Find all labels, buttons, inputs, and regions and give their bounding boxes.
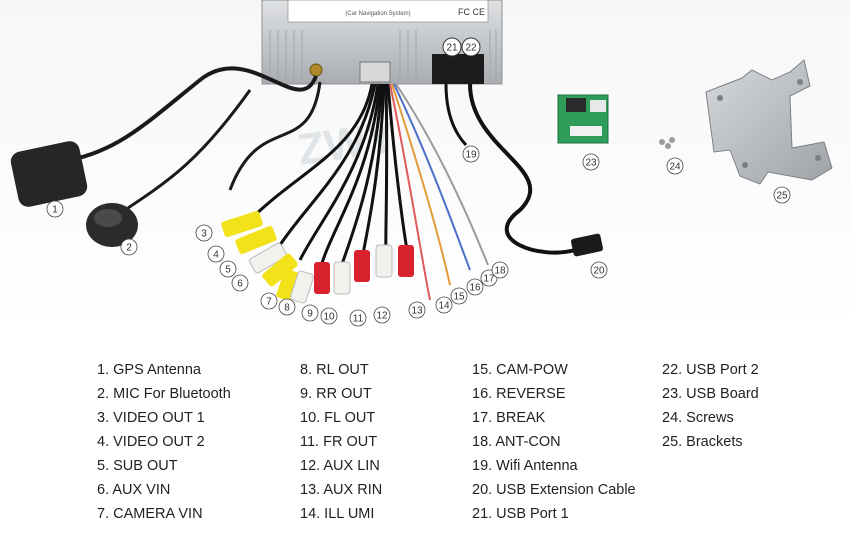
callout-4: 4 xyxy=(207,245,225,263)
callout-number: 12 xyxy=(376,311,388,322)
callout-number: 18 xyxy=(494,266,506,277)
callout-10: 10 xyxy=(320,307,338,325)
legend-item: 20. USB Extension Cable xyxy=(472,482,636,498)
legend-item: 2. MIC For Bluetooth xyxy=(97,386,231,402)
callout-number: 2 xyxy=(126,243,132,254)
callout-19: 19 xyxy=(462,145,480,163)
callout-number: 6 xyxy=(237,279,243,290)
callout-number: 4 xyxy=(213,250,219,261)
callout-21-text: 21 xyxy=(446,43,458,54)
legend-item: 22. USB Port 2 xyxy=(662,362,759,378)
callout-2: 2 xyxy=(120,238,138,256)
callout-number: 15 xyxy=(453,292,465,303)
callout-1: 1 xyxy=(46,200,64,218)
legend-item: 10. FL OUT xyxy=(300,410,376,426)
usb-extension-cable xyxy=(468,83,603,257)
legend-item: 19. Wifi Antenna xyxy=(472,458,578,474)
legend-item: 14. ILL UMI xyxy=(300,506,375,522)
callout-25: 25 xyxy=(773,186,791,204)
legend-item: 17. BREAK xyxy=(472,410,546,426)
callout-23: 23 xyxy=(582,153,600,171)
callout-18: 18 xyxy=(491,261,509,279)
usb-ports-block xyxy=(432,54,484,84)
product-sticker xyxy=(287,0,489,23)
rca-plugs xyxy=(221,210,414,304)
callout-number: 17 xyxy=(483,274,495,285)
harness-connector xyxy=(359,61,391,83)
callout-24: 24 xyxy=(666,157,684,175)
wiring-diagram: (Car Navigation System) FC CE 21 22 ZWY xyxy=(10,0,833,327)
callout-11: 11 xyxy=(349,309,367,327)
fc-mark: FC CE xyxy=(458,7,485,17)
callout-number: 1 xyxy=(52,205,58,216)
callout-number: 9 xyxy=(307,309,313,320)
legend-item: 11. FR OUT xyxy=(300,434,378,450)
callout-number: 16 xyxy=(469,283,481,294)
callout-13: 13 xyxy=(408,301,426,319)
callout-12: 12 xyxy=(373,306,391,324)
callout-5: 5 xyxy=(219,260,237,278)
callout-9: 9 xyxy=(301,304,319,322)
callout-number: 5 xyxy=(225,265,231,276)
callout-22-text: 22 xyxy=(465,43,477,54)
legend-item: 6. AUX VIN xyxy=(97,482,171,498)
legend-item: 13. AUX RIN xyxy=(300,482,383,498)
callout-15: 15 xyxy=(450,287,468,305)
usb-board xyxy=(557,94,609,144)
callout-3: 3 xyxy=(195,224,213,242)
legend-item: 15. CAM-POW xyxy=(472,362,568,378)
callout-number: 14 xyxy=(438,301,450,312)
legend-item: 16. REVERSE xyxy=(472,386,566,402)
callout-6: 6 xyxy=(231,274,249,292)
legend-item: 9. RR OUT xyxy=(300,386,372,402)
callout-number: 13 xyxy=(411,306,423,317)
legend-item: 8. RL OUT xyxy=(300,362,369,378)
legend-item: 21. USB Port 1 xyxy=(472,506,569,522)
callout-7: 7 xyxy=(260,292,278,310)
legend-column-2: 8. RL OUT 9. RR OUT 10. FL OUT 11. FR OU… xyxy=(300,358,382,526)
legend-item: 23. USB Board xyxy=(662,386,759,402)
screws xyxy=(659,137,675,149)
callout-number: 24 xyxy=(669,162,681,173)
wifi-antenna xyxy=(444,83,468,147)
callout-number: 3 xyxy=(201,229,207,240)
bluetooth-mic xyxy=(86,89,252,247)
legend-item: 5. SUB OUT xyxy=(97,458,178,474)
legend-item: 1. GPS Antenna xyxy=(97,362,201,378)
legend-item: 25. Brackets xyxy=(662,434,743,450)
head-unit: (Car Navigation System) FC CE 21 22 xyxy=(261,0,503,85)
callout-number: 10 xyxy=(323,312,335,323)
callout-number: 8 xyxy=(284,303,290,314)
callout-number: 20 xyxy=(593,266,605,277)
head-unit-label: (Car Navigation System) xyxy=(345,11,410,17)
callout-number: 23 xyxy=(585,158,597,169)
legend-item: 3. VIDEO OUT 1 xyxy=(97,410,205,426)
legend-column-1: 1. GPS Antenna 2. MIC For Bluetooth 3. V… xyxy=(97,358,231,526)
callout-8: 8 xyxy=(278,298,296,316)
legend-column-4: 22. USB Port 2 23. USB Board 24. Screws … xyxy=(662,358,759,454)
accessory-photo: (Car Navigation System) FC CE 21 22 ZWY xyxy=(0,0,850,330)
legend-item: 4. VIDEO OUT 2 xyxy=(97,434,205,450)
callout-number: 7 xyxy=(266,297,272,308)
legend-item: 18. ANT-CON xyxy=(472,434,561,450)
legend-item: 24. Screws xyxy=(662,410,734,426)
callout-14: 14 xyxy=(435,296,453,314)
parts-legend: 1. GPS Antenna 2. MIC For Bluetooth 3. V… xyxy=(0,350,850,550)
callout-number: 11 xyxy=(353,314,364,325)
callout-16: 16 xyxy=(466,278,484,296)
callout-20: 20 xyxy=(590,261,608,279)
legend-item: 12. AUX LIN xyxy=(300,458,380,474)
callout-number: 25 xyxy=(776,191,788,202)
gps-antenna xyxy=(10,66,322,207)
brackets xyxy=(705,59,833,185)
gps-antenna-port xyxy=(309,63,323,77)
callout-number: 19 xyxy=(465,150,477,161)
legend-item: 7. CAMERA VIN xyxy=(97,506,203,522)
legend-column-3: 15. CAM-POW 16. REVERSE 17. BREAK 18. AN… xyxy=(472,358,636,526)
